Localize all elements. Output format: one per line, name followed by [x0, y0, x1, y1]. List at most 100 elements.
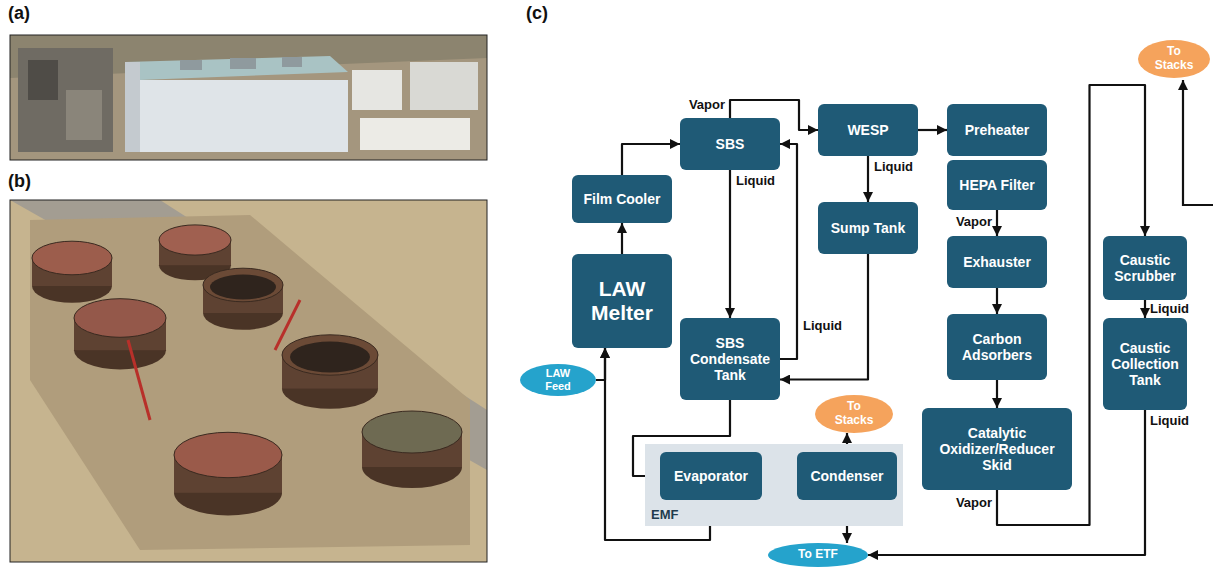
group-label: EMF [651, 508, 678, 523]
flow-arrow [621, 223, 623, 254]
node-text: Evaporator [674, 468, 748, 484]
panel-label: (c) [526, 2, 548, 24]
node-text: Condenser [810, 468, 883, 484]
tank-opening [210, 275, 276, 300]
roof-unit [230, 58, 256, 69]
node-text: HEPA Filter [959, 177, 1034, 193]
node-text: LAW Feed [532, 367, 584, 392]
oval-shape [520, 364, 596, 396]
flow-label: Liquid [874, 160, 913, 174]
flow-arrow [1144, 300, 1146, 318]
equipment [66, 90, 102, 140]
process-box: Condenser [797, 452, 897, 500]
tank-opening [290, 342, 370, 373]
tank-dome [159, 225, 231, 255]
flow-arrow [996, 288, 998, 314]
tank-rim [282, 335, 378, 375]
crane-boom [128, 340, 150, 420]
process-box: SBS [680, 118, 780, 170]
flow-arrow [996, 380, 998, 408]
storage-tank [74, 299, 166, 370]
node-text: SBS Condensate Tank [688, 335, 772, 383]
node-text: SBS [716, 136, 745, 152]
flow-arrow [596, 348, 605, 380]
process-box: Film Cooler [572, 175, 672, 223]
flow-label: Liquid [803, 319, 842, 333]
crane-boom [275, 300, 300, 350]
oval-shape [1138, 40, 1210, 78]
equipment-yard [18, 48, 113, 152]
process-box: Sump Tank [818, 202, 918, 254]
flow-label: Vapor [956, 215, 992, 229]
photo-ground [10, 35, 487, 160]
process-box: Carbon Adsorbers [947, 314, 1047, 380]
flow-arrow [780, 144, 797, 359]
flow-arrow [918, 129, 947, 131]
process-box: Caustic Scrubber [1103, 236, 1187, 300]
flow-arrow [780, 254, 868, 380]
terminal-oval: LAW Feed [520, 364, 596, 396]
flow-label: Liquid [1150, 302, 1189, 316]
group-band: EMF Evaporator Condenser [645, 444, 903, 526]
node-text: To Stacks [827, 400, 881, 428]
roof-unit [180, 60, 202, 70]
photo-frame [10, 35, 487, 160]
node-text: To Stacks [1150, 45, 1198, 73]
node-text: LAW Melter [580, 277, 664, 325]
node-text: WESP [847, 122, 888, 138]
process-box: Caustic Collection Tank [1103, 318, 1187, 410]
terminal-oval: To ETF [768, 543, 868, 567]
flow-arrow [996, 210, 998, 236]
roof-unit [282, 57, 302, 67]
offpage-flow-line [1183, 80, 1213, 205]
node-text: Film Cooler [583, 191, 660, 207]
small-building [360, 118, 470, 150]
flow-label: Vapor [956, 496, 992, 510]
small-building [410, 62, 478, 110]
node-text: Sump Tank [831, 220, 905, 236]
photo-a [10, 35, 487, 160]
photo-b [10, 200, 487, 562]
tank-dome [362, 411, 462, 453]
small-building [352, 70, 402, 110]
tank-dome [174, 432, 282, 477]
node-text: Carbon Adsorbers [955, 331, 1039, 363]
node-text: Catalytic Oxidizer/Reducer Skid [930, 425, 1064, 473]
equipment [28, 60, 58, 100]
panel-label: (a) [8, 2, 30, 24]
flow-label: Liquid [1150, 414, 1189, 428]
storage-tank [282, 335, 378, 409]
tank-rim [203, 268, 283, 302]
building-face [140, 80, 348, 152]
tank-dome [32, 241, 112, 275]
panel-label: (b) [8, 170, 31, 192]
storage-tank [174, 432, 282, 515]
building-side [125, 62, 140, 152]
process-box: Exhauster [947, 236, 1047, 288]
storage-tank [203, 268, 283, 330]
node-text: Caustic Collection Tank [1108, 340, 1182, 388]
node-text: Caustic Scrubber [1108, 252, 1182, 284]
process-box: HEPA Filter [947, 160, 1047, 210]
node-text: Preheater [965, 122, 1030, 138]
oval-shape [815, 395, 893, 433]
photo-frame [10, 200, 487, 562]
flow-label: Vapor [689, 98, 725, 112]
flow-label: Liquid [736, 174, 775, 188]
process-box: SBS Condensate Tank [680, 318, 780, 400]
flow-arrow [622, 144, 680, 175]
storage-tank [362, 411, 462, 488]
photo-ground [10, 200, 487, 562]
terminal-oval: To Stacks [1138, 40, 1210, 78]
process-box: Preheater [947, 104, 1047, 156]
process-box: WESP [818, 104, 918, 156]
flow-arrow [867, 156, 869, 202]
node-text: Exhauster [963, 254, 1031, 270]
tank-dome [74, 299, 166, 338]
storage-tank [32, 241, 112, 303]
tank-farm-pad [30, 215, 470, 550]
process-box: Evaporator [660, 452, 762, 500]
process-box: LAW Melter [572, 254, 672, 348]
terminal-oval: To Stacks [815, 395, 893, 433]
